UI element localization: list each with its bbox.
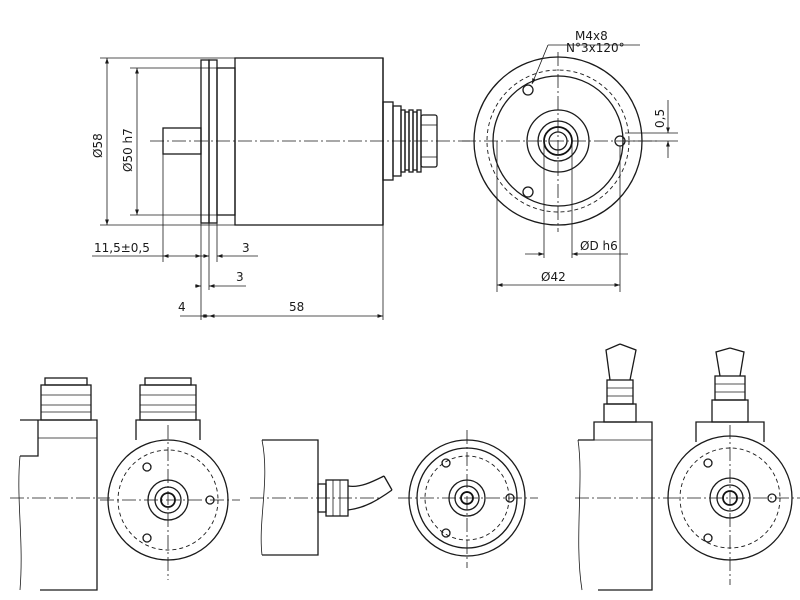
- dim-d50h7: Ø50 h7: [121, 128, 135, 172]
- dim-face-4: 4: [178, 300, 186, 314]
- dim-d58: Ø58: [91, 133, 105, 158]
- flange-inner: [208, 59, 218, 224]
- variant2-side-view: [250, 439, 393, 556]
- dim-thread-pattern: N°3x120°: [566, 41, 625, 55]
- dim-flange-3b: 3: [236, 270, 244, 284]
- dim-flange-3a: 3: [242, 241, 250, 255]
- encoder-body: [234, 57, 384, 226]
- dim-d42: Ø42: [541, 270, 566, 284]
- mounting-hole-1: [522, 84, 534, 96]
- mounting-hole-2: [522, 186, 534, 198]
- variant2-front-view: [398, 430, 538, 568]
- variant3-front-view: [665, 347, 800, 585]
- dim-offset-05: 0,5: [653, 109, 667, 128]
- variant3-side-view: [575, 343, 665, 591]
- dim-body-58: 58: [289, 300, 304, 314]
- dim-thread: M4x8: [575, 29, 608, 43]
- flange-outer: [200, 59, 210, 224]
- flange-step: [216, 67, 236, 216]
- connector-rings: [400, 109, 438, 173]
- dim-dDh6: ØD h6: [580, 239, 618, 253]
- main-front-view: M4x8 N°3x120° 0,5 ØD h6 Ø42: [462, 29, 678, 292]
- dim-shaft-length: 11,5±0,5: [94, 241, 150, 255]
- variant1-front-view: [100, 377, 240, 580]
- main-side-view: Ø58 Ø50 h7 11,5±0,5 3 3 4 58: [91, 57, 470, 320]
- variant1-side-view: [10, 377, 110, 591]
